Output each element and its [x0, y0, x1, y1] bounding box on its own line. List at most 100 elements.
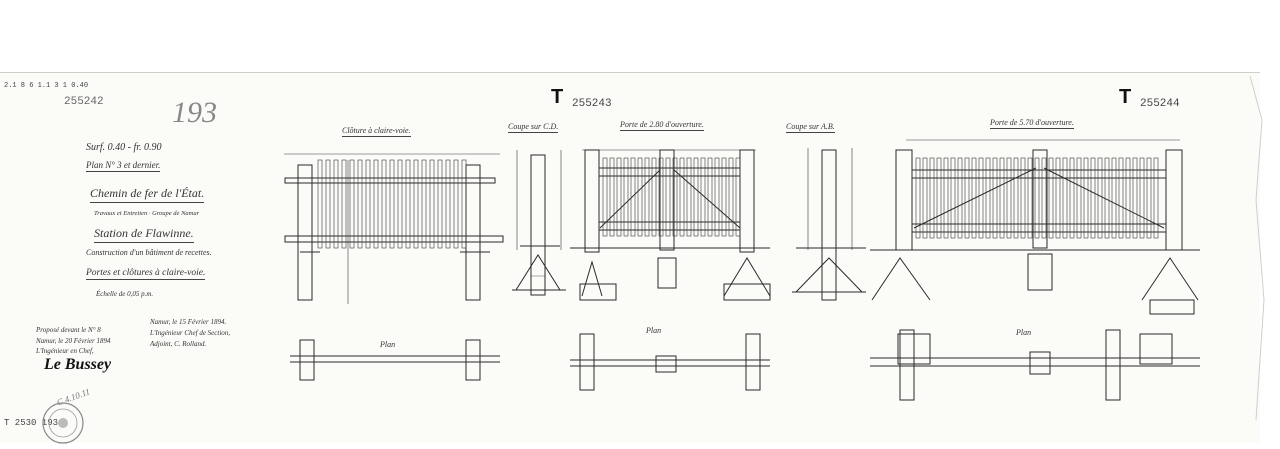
picket [679, 157, 685, 237]
picket [943, 157, 949, 239]
caption-section-ab: Coupe sur A.B. [786, 122, 835, 133]
caption-section-cd: Coupe sur C.D. [508, 122, 559, 133]
picket [1020, 157, 1026, 239]
picket [325, 159, 331, 249]
picket [665, 157, 671, 237]
station-title: Station de Flawinne. [94, 226, 194, 243]
picket [630, 157, 636, 237]
picket [936, 157, 942, 239]
picket [922, 157, 928, 239]
picket [999, 157, 1005, 239]
drawing-sheet [0, 72, 1260, 443]
picket [957, 157, 963, 239]
picket [445, 159, 451, 249]
archive-stamp-seal [42, 402, 84, 444]
signature-left-line-3: L'Ingénieur en Chef, [36, 347, 94, 355]
section-ab [792, 148, 866, 301]
picket [623, 157, 629, 237]
plan-gate-large [870, 329, 1200, 401]
picket [644, 157, 650, 237]
subject-line: Portes et clôtures à claire-voie. [86, 268, 206, 280]
signature-right-line-2: L'Ingénieur Chef de Section, [150, 329, 231, 337]
picket [929, 157, 935, 239]
picket [1132, 157, 1138, 239]
service-line: Travaux et Entretien · Groupe de Namur [94, 210, 200, 217]
picket [453, 159, 459, 249]
picket [1027, 157, 1033, 239]
picket [992, 157, 998, 239]
caption-plan-gate-large: Plan [1016, 328, 1032, 337]
t-mark-mid: T [551, 86, 564, 108]
picket [714, 157, 720, 237]
scale-line: Échelle de 0,05 p.m. [96, 290, 154, 298]
picket [381, 159, 387, 249]
picket [1146, 157, 1152, 239]
picket [1041, 157, 1047, 239]
picket [1097, 157, 1103, 239]
picket [978, 157, 984, 239]
picket [1083, 157, 1089, 239]
caption-gate-large: Porte de 5.70 d'ouverture. [990, 118, 1074, 129]
caption-plan-fence: Plan [380, 340, 396, 349]
picket [397, 159, 403, 249]
fence-elevation [284, 153, 504, 304]
picket [616, 157, 622, 237]
archive-code: T 2530 193 [4, 418, 59, 428]
picket [721, 157, 727, 237]
picket [1013, 157, 1019, 239]
picket [1125, 157, 1131, 239]
picket [365, 159, 371, 249]
picket [333, 159, 339, 249]
caption-plan-gate-small: Plan [646, 326, 662, 335]
picket [1118, 157, 1124, 239]
picket [1076, 157, 1082, 239]
picket [1090, 157, 1096, 239]
picket [672, 157, 678, 237]
picket [651, 157, 657, 237]
picket [1153, 157, 1159, 239]
picket [658, 157, 664, 237]
picket [1048, 157, 1054, 239]
picket [405, 159, 411, 249]
sheet-number-mid: 255243 [572, 98, 612, 110]
picket [1139, 157, 1145, 239]
picket [1006, 157, 1012, 239]
picket [693, 157, 699, 237]
caption-fence: Clôture à claire-voie. [342, 126, 411, 137]
picket [341, 159, 347, 249]
picket [686, 157, 692, 237]
picket [1055, 157, 1061, 239]
gate-large-elevation [870, 139, 1200, 315]
section-cd [512, 150, 566, 296]
signature-left-line-1: Proposé devant le N° 8 [36, 326, 101, 334]
signature-left-line-2: Namur, le 20 Février 1894 [36, 337, 111, 345]
picket [421, 159, 427, 249]
plan-fence [290, 339, 500, 381]
picket [602, 157, 608, 237]
picket [317, 159, 323, 249]
picket [389, 159, 395, 249]
construction-line: Construction d'un bâtiment de recettes. [86, 248, 212, 257]
plan-gate-small [570, 333, 770, 391]
signature-right-line-1: Namur, le 15 Février 1894. [150, 318, 227, 326]
picket [950, 157, 956, 239]
picket [1069, 157, 1075, 239]
picket [349, 159, 355, 249]
sheet-number-right: 255244 [1140, 98, 1180, 110]
signature-right-line-3: Adjoint, C. Rolland. [150, 340, 207, 348]
picket [437, 159, 443, 249]
picket [728, 157, 734, 237]
caption-gate-small: Porte de 2.80 d'ouverture. [620, 120, 704, 131]
plan-label: Plan N° 3 et dernier. [86, 160, 161, 172]
picket [964, 157, 970, 239]
sheet-number-left: 255242 [64, 96, 104, 108]
picket [429, 159, 435, 249]
picket [1034, 157, 1040, 239]
picket [637, 157, 643, 237]
reference-code: 2.1 8 6 1.1 3 1 0.40 [4, 82, 89, 90]
surface-note: Surf. 0.40 - fr. 0.90 [86, 142, 162, 153]
picket [609, 157, 615, 237]
picket [735, 157, 741, 237]
picket [1062, 157, 1068, 239]
